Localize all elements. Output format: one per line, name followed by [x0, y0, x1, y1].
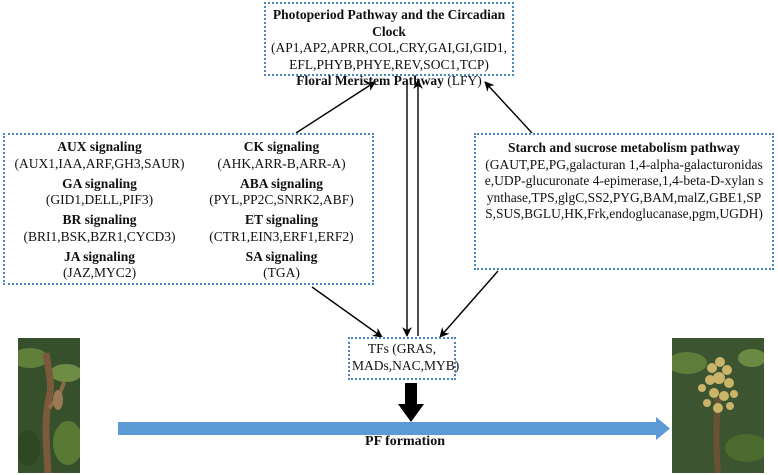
- signaling-group: CK signaling (AHK,ARR-B,ARR-A): [189, 139, 374, 176]
- signaling-genes: (GID1,DELL,PIF3): [45, 192, 154, 207]
- photoperiod-title: Photoperiod Pathway and the Circadian Cl…: [272, 7, 506, 39]
- signaling-genes: (PYL,PP2C,SNRK2,ABF): [209, 192, 354, 207]
- signaling-title: JA signaling: [64, 248, 135, 264]
- signaling-group: ABA signaling (PYL,PP2C,SNRK2,ABF): [189, 176, 374, 213]
- floral-meristem-title: Floral Meristem Pathway: [296, 73, 444, 88]
- starch-sucrose-genes: (GAUT,PE,PG,galacturan 1,4-alpha-galactu…: [484, 156, 764, 222]
- signaling-genes: (AUX1,IAA,ARF,GH3,SAUR): [14, 155, 185, 171]
- pf-arrow-shaft: [118, 422, 658, 435]
- pf-formation-label: PF formation: [365, 434, 445, 449]
- signaling-title: ET signaling: [245, 212, 318, 227]
- signaling-title: GA signaling: [62, 175, 137, 191]
- plant-photo-after: [672, 338, 764, 473]
- plant-photo-before-drawing: [18, 338, 80, 473]
- signaling-title: CK signaling: [243, 139, 320, 154]
- photoperiod-box: Photoperiod Pathway and the Circadian Cl…: [264, 2, 514, 88]
- signaling-title: ABA signaling: [240, 175, 323, 191]
- thick-arrow-head: [398, 404, 424, 422]
- signaling-title: AUX signaling: [57, 139, 142, 154]
- signaling-group: JA signaling (JAZ,MYC2): [7, 249, 192, 286]
- signaling-title: BR signaling: [62, 212, 137, 227]
- signaling-group: GA signaling (GID1,DELL,PIF3): [7, 176, 192, 213]
- arrow-starch-to-tfs: [439, 270, 499, 338]
- hormone-column-right: CK signaling (AHK,ARR-B,ARR-A) ABA signa…: [189, 139, 374, 285]
- signaling-genes: (AHK,ARR-B,ARR-A): [217, 155, 346, 171]
- signaling-group: SA signaling (TGA): [189, 249, 374, 286]
- signaling-group: ET signaling (CTR1,EIN3,ERF1,ERF2): [189, 212, 374, 249]
- signaling-group: BR signaling (BRI1,BSK,BZR1,CYCD3): [7, 212, 192, 249]
- signaling-genes: (TGA): [263, 265, 300, 280]
- signaling-genes: (CTR1,EIN3,ERF1,ERF2): [209, 228, 354, 244]
- floral-meristem-line: Floral Meristem Pathway (LFY): [270, 73, 508, 90]
- arrow-hormone-to-photoperiod: [295, 81, 376, 134]
- thick-arrow-shaft: [405, 383, 417, 405]
- arrow-starch-to-photoperiod: [484, 81, 533, 134]
- signaling-genes: (JAZ,MYC2): [62, 265, 137, 280]
- starch-sucrose-box: Starch and sucrose metabolism pathway (G…: [474, 133, 774, 270]
- tfs-box: TFs (GRAS, MADs,NAC,MYB): [348, 337, 460, 380]
- arrow-hormone-to-tfs: [311, 286, 383, 338]
- plant-photo-after-drawing: [672, 338, 764, 473]
- signaling-genes: (BRI1,BSK,BZR1,CYCD3): [23, 228, 176, 244]
- tfs-text: TFs (GRAS, MADs,NAC,MYB): [352, 341, 460, 373]
- signaling-group: AUX signaling (AUX1,IAA,ARF,GH3,SAUR): [7, 139, 192, 176]
- hormone-signaling-box: AUX signaling (AUX1,IAA,ARF,GH3,SAUR) GA…: [3, 133, 374, 285]
- signaling-title: SA signaling: [245, 248, 318, 264]
- starch-sucrose-title: Starch and sucrose metabolism pathway: [507, 140, 741, 155]
- pf-arrow-head: [656, 417, 670, 440]
- hormone-column-left: AUX signaling (AUX1,IAA,ARF,GH3,SAUR) GA…: [7, 139, 192, 285]
- floral-meristem-genes: (LFY): [443, 73, 482, 88]
- photoperiod-genes: (AP1,AP2,APRR,COL,CRY,GAI,GI,GID1,EFL,PH…: [270, 40, 508, 72]
- plant-photo-before: [18, 338, 80, 473]
